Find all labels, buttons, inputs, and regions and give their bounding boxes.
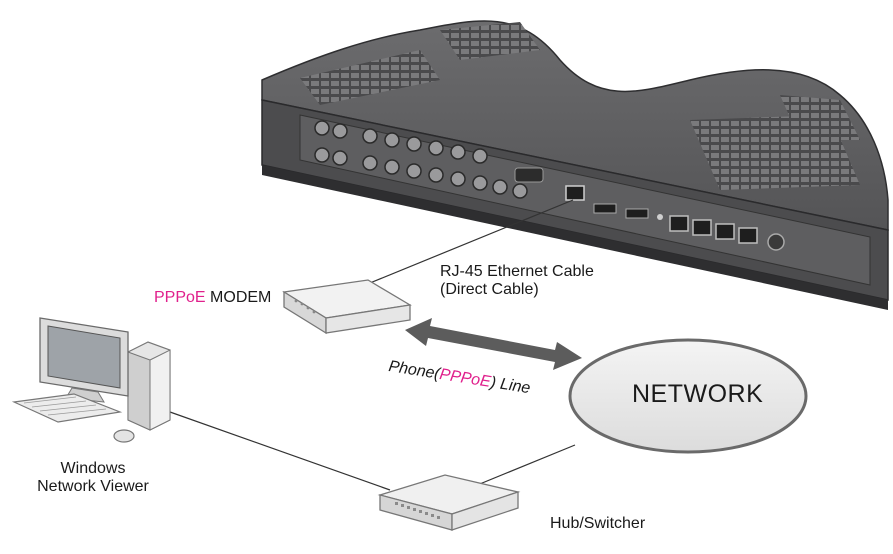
pc-screen bbox=[47, 325, 121, 389]
dvr-led bbox=[657, 214, 663, 220]
dvr-vga-port bbox=[514, 167, 544, 183]
dvr-power-connector bbox=[767, 233, 785, 251]
pc-label: Windows Network Viewer bbox=[18, 460, 168, 496]
dvr-ethernet-port bbox=[565, 185, 585, 201]
cable-pc-to-hub bbox=[169, 411, 391, 491]
network-cloud bbox=[568, 338, 808, 454]
dvr-vent-right2 bbox=[780, 95, 860, 140]
dvr-rj45-ports bbox=[669, 215, 758, 244]
pc-label-line1: Windows bbox=[60, 460, 126, 477]
cable-hub-to-network bbox=[469, 444, 576, 489]
dvr-base bbox=[262, 165, 888, 310]
dvr-usb-port-2 bbox=[625, 208, 649, 219]
hub-label: Hub/Switcher bbox=[550, 515, 646, 532]
network-label: NETWORK bbox=[632, 380, 764, 408]
dvr-device bbox=[261, 20, 889, 310]
dvr-bnc-connectors bbox=[314, 120, 528, 199]
dvr-front-inset bbox=[299, 114, 871, 286]
dvr-vent-left bbox=[300, 50, 440, 105]
pc-mouse bbox=[113, 429, 135, 443]
modem-label-modem: MODEM bbox=[205, 289, 272, 306]
windows-pc bbox=[11, 317, 171, 443]
pc-label-line2: Network Viewer bbox=[37, 478, 149, 495]
hub-switch-device bbox=[377, 474, 521, 531]
dvr-usb-port bbox=[593, 203, 617, 214]
pppoe-modem-device bbox=[282, 279, 412, 335]
dvr-vent-mid bbox=[440, 22, 540, 60]
modem-label: PPPoE MODEM bbox=[154, 289, 271, 307]
phone-line-double-arrow bbox=[405, 318, 582, 370]
cable-label: RJ-45 Ethernet Cable (Direct Cable) bbox=[440, 263, 594, 299]
cable-label-line1: RJ-45 Ethernet Cable bbox=[440, 263, 594, 280]
modem-label-pppoe: PPPoE bbox=[154, 289, 206, 306]
cable-label-line2: (Direct Cable) bbox=[440, 281, 539, 298]
cable-dvr-to-modem bbox=[364, 199, 574, 286]
